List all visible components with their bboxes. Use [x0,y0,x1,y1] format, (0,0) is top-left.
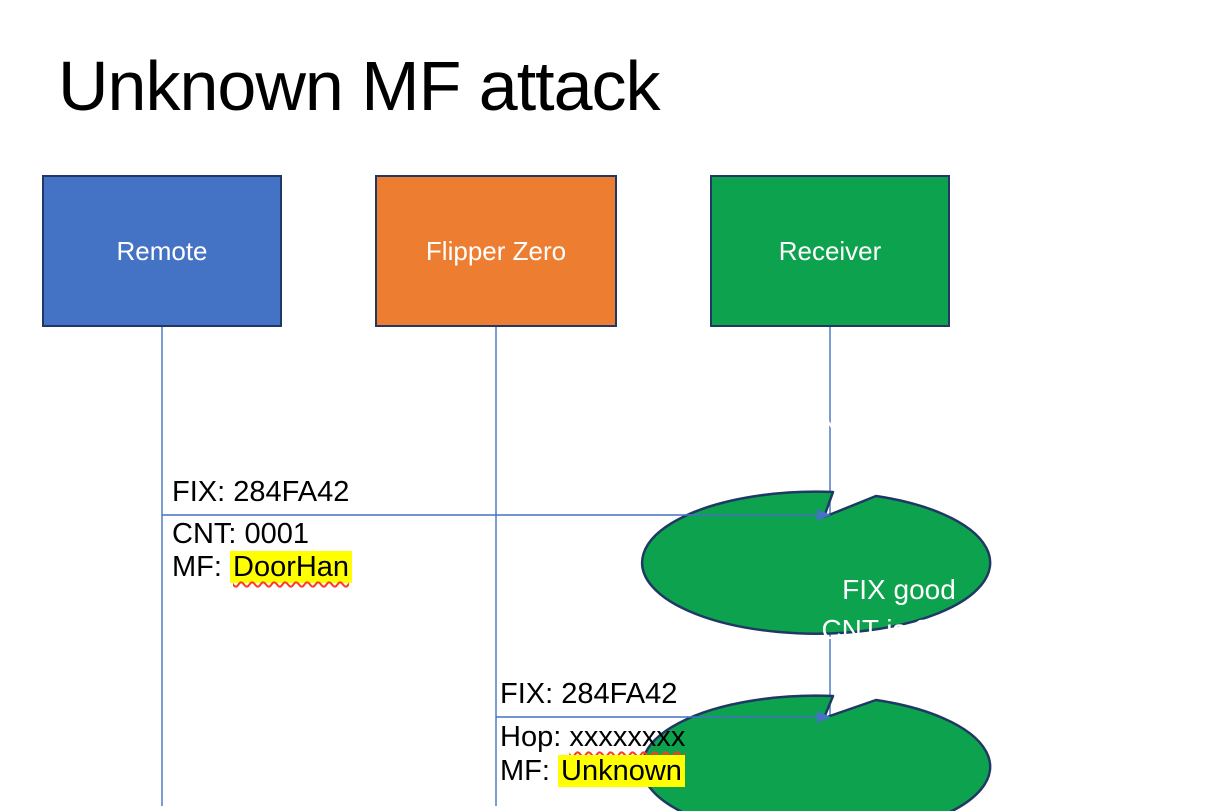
message-2-fix-text: FIX: 284FA42 [500,678,678,710]
message-2-hop-value: xxxxxxxx [569,721,686,753]
callout-1-line-1: FIX good [842,370,956,401]
actor-label-flipper-zero: Flipper Zero [425,235,567,266]
callout-bubble-2 [640,694,992,811]
message-1-mf-label: MF: DoorHan [172,551,353,583]
message-1-fix-text: FIX: 284FA42 [172,476,350,508]
message-2-hop-label: Hop: xxxxxxxx [500,721,685,753]
callout-2-line-3: “Opened” [839,654,959,685]
message-1-cnt-label: CNT: 0001 [172,518,309,550]
callout-1-line-2: CNT 0001 good [800,410,998,441]
message-2-hop-prefix: Hop: [500,721,570,753]
callout-1-line-3: “Opened” [839,450,959,481]
message-2-mf-value: Unknown [558,755,685,787]
actor-label-remote: Remote [116,235,208,266]
callout-2-line-1: FIX good [842,574,956,605]
message-arrow-2-head-icon [817,711,831,723]
message-2-mf-prefix: MF: [500,755,558,787]
message-1-cnt-prefix: CNT: [172,518,245,550]
message-1-fix-label: FIX: 284FA42 [172,476,349,508]
actor-box-flipper-zero: Flipper Zero [375,175,617,327]
message-2-mf-label: MF: Unknown [500,755,685,787]
message-2-fix-label: FIX: 284FA42 [500,678,677,710]
message-1-cnt-value: 0001 [244,518,310,550]
message-arrow-1-head-icon [817,509,831,521]
callout-2-text: FIX good CNT is ???? “Opened” [725,570,1073,690]
message-1-mf-prefix: MF: [172,551,230,583]
callout-1-text: FIX good CNT 0001 good “Opened” [725,366,1073,486]
actor-box-receiver: Receiver [710,175,950,327]
actor-label-receiver: Receiver [778,235,882,266]
actor-box-remote: Remote [42,175,282,327]
message-1-mf-value: DoorHan [230,551,353,583]
slide-title: Unknown MF attack [58,46,661,125]
callout-2-line-2: CNT is ???? [821,614,977,645]
